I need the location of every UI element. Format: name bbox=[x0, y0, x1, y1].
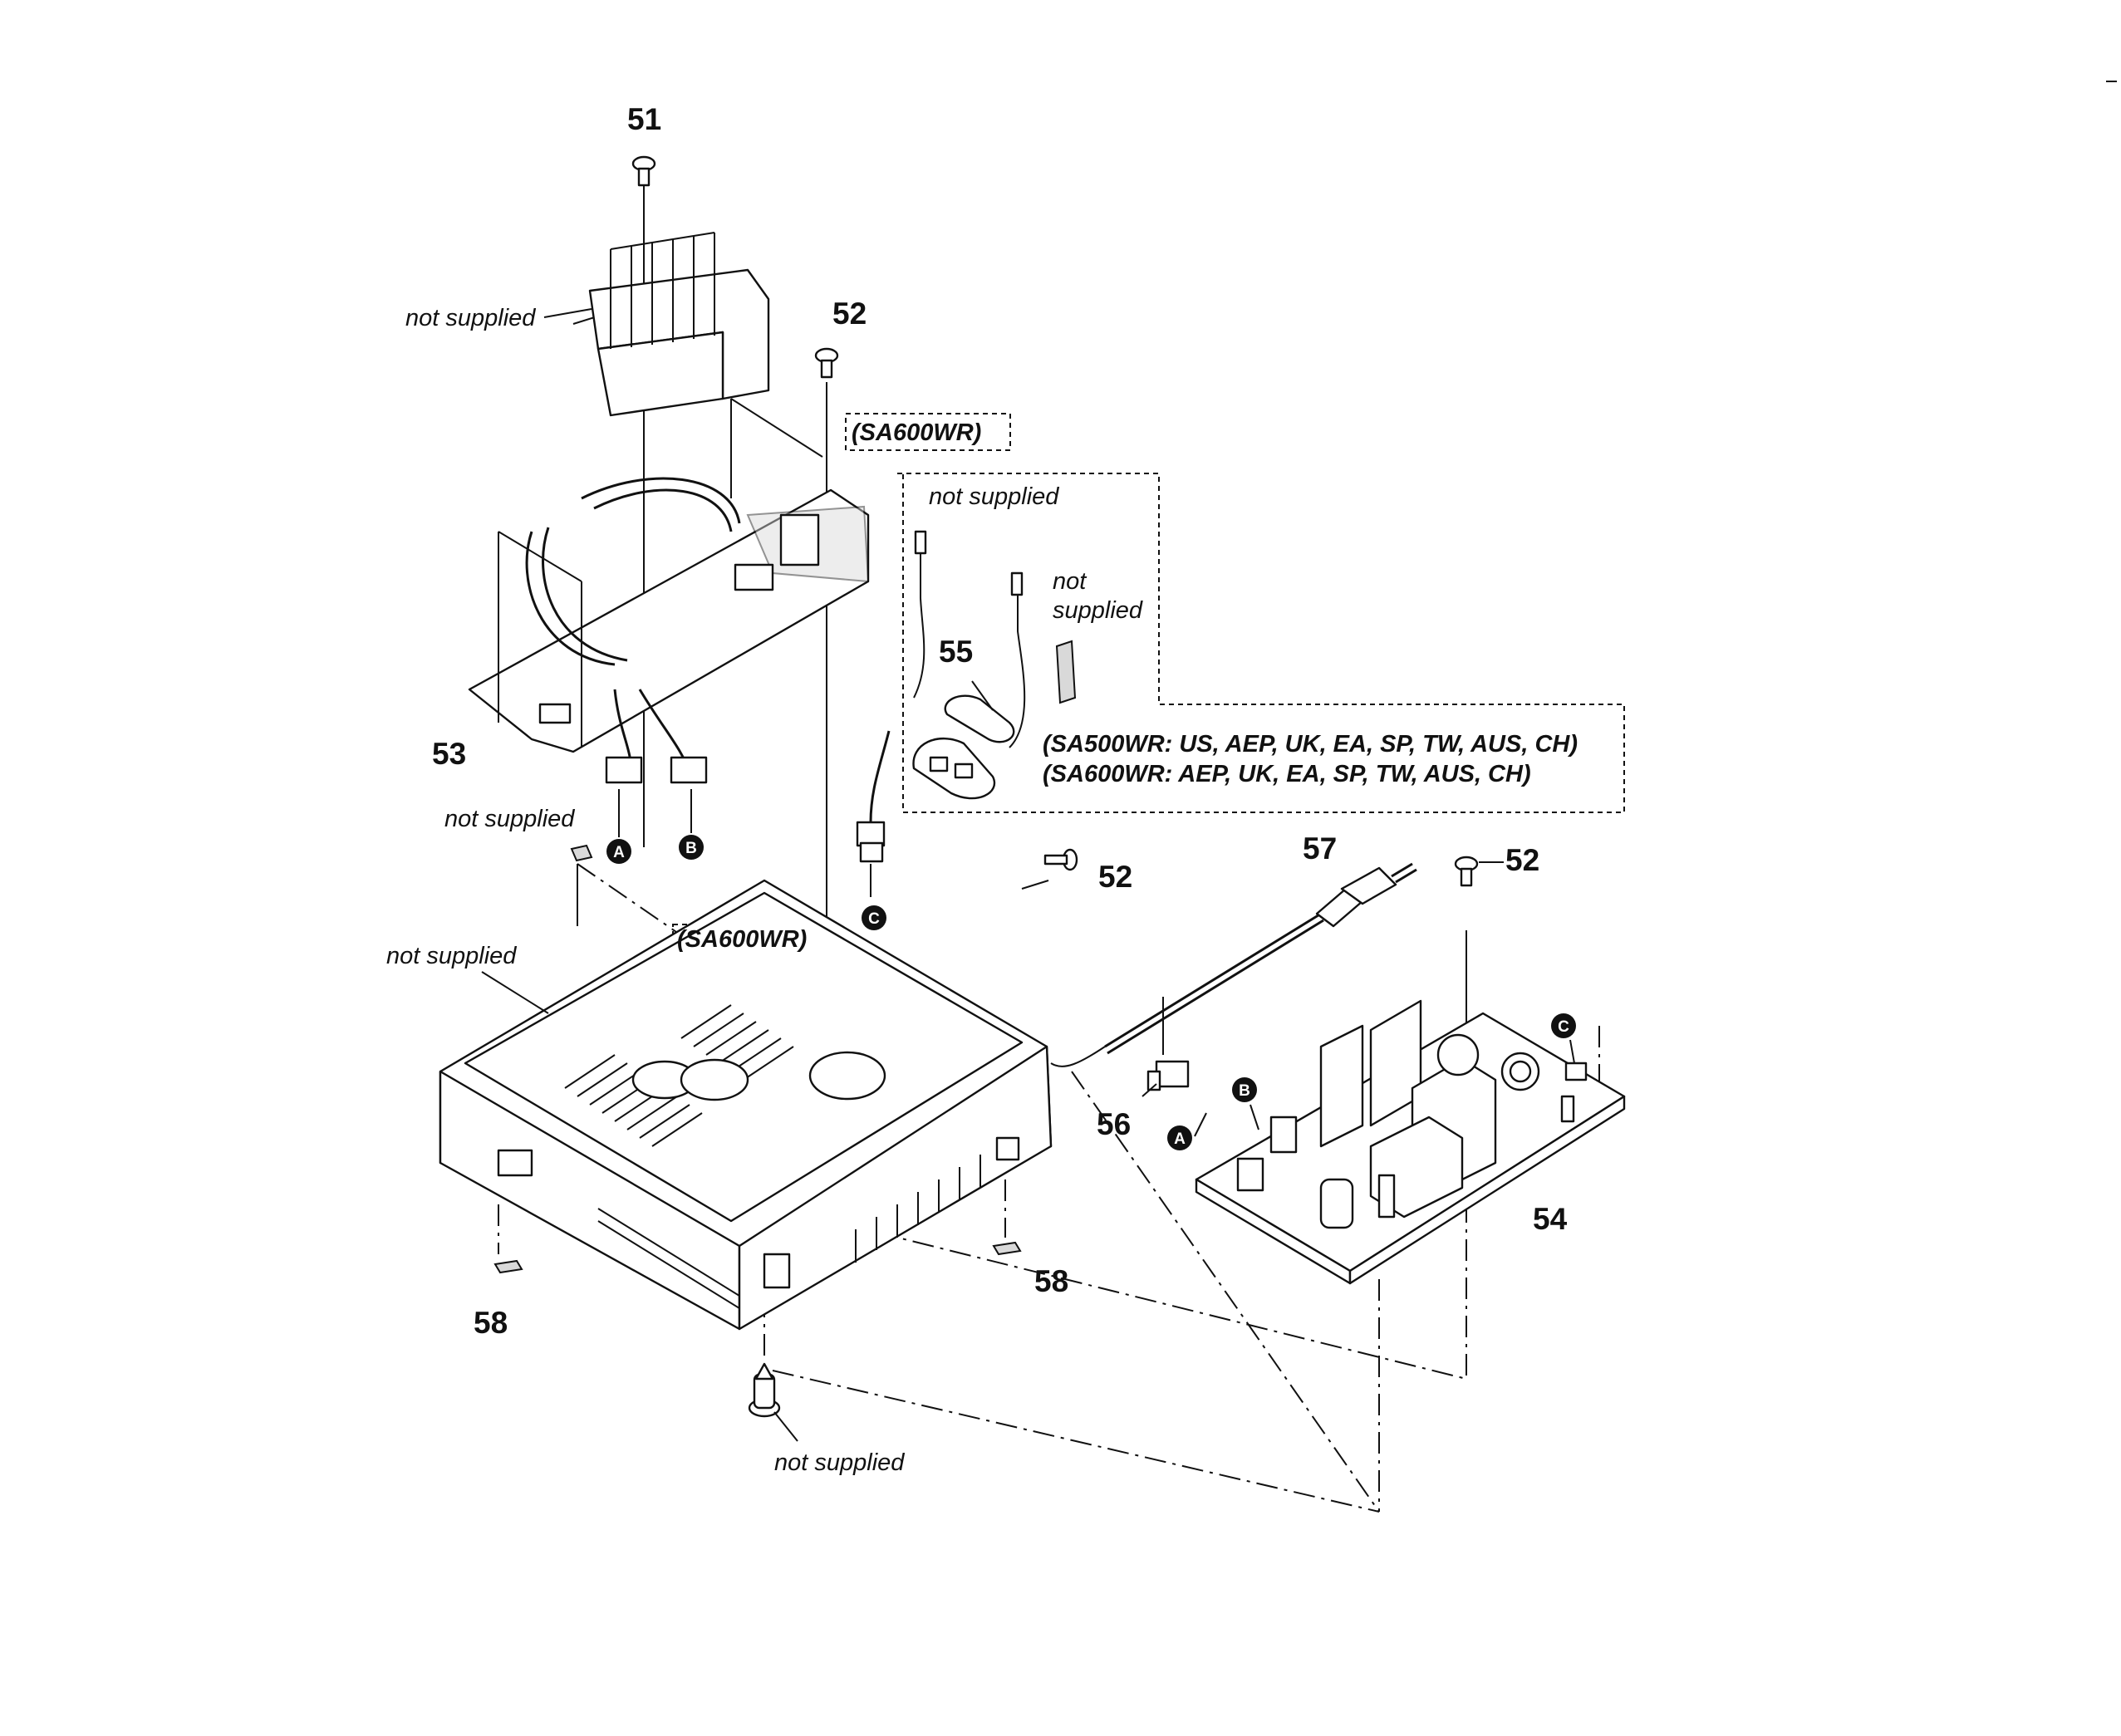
callout-52-mid: 52 bbox=[1098, 860, 1132, 894]
note-chassis: not supplied bbox=[386, 943, 517, 969]
note-ferrite-top: not supplied bbox=[929, 483, 1059, 510]
foot-pad-58-left bbox=[493, 1259, 523, 1274]
screw-icon bbox=[748, 1362, 781, 1418]
connector-56 bbox=[1142, 997, 1190, 1097]
foot-pad-icon bbox=[493, 1259, 523, 1274]
screw-52-top bbox=[814, 347, 839, 379]
svg-text:A: A bbox=[613, 844, 625, 861]
main-board-icon bbox=[468, 398, 870, 784]
ferrite-core-icon bbox=[912, 530, 1077, 800]
callout-51: 51 bbox=[627, 102, 661, 136]
main-board bbox=[468, 398, 870, 784]
svg-text:B: B bbox=[685, 840, 697, 857]
screw-52-mid bbox=[1043, 848, 1078, 871]
svg-text:C: C bbox=[1558, 1018, 1569, 1036]
callout-52-right: 52 bbox=[1505, 843, 1539, 877]
foot-screw bbox=[748, 1362, 798, 1442]
power-board-icon bbox=[1195, 999, 1626, 1285]
screw-icon bbox=[814, 347, 839, 379]
callout-54: 54 bbox=[1533, 1202, 1568, 1236]
svg-text:A: A bbox=[1174, 1130, 1186, 1148]
marker-c-cable: C bbox=[862, 905, 886, 930]
variant-chassis: (SA600WR) bbox=[677, 926, 807, 953]
screw-icon bbox=[1454, 856, 1479, 887]
note-pad: not supplied bbox=[444, 806, 575, 832]
svg-text:C: C bbox=[868, 910, 880, 928]
region-line-1: (SA500WR: US, AEP, UK, EA, SP, TW, AUS, … bbox=[1043, 731, 1578, 758]
marker-c-psu: C bbox=[1551, 1013, 1576, 1064]
callout-52-top: 52 bbox=[832, 297, 867, 331]
callout-56: 56 bbox=[1097, 1107, 1131, 1141]
screw-icon bbox=[631, 155, 656, 187]
marker-a-board: A bbox=[606, 789, 631, 864]
variant-board-top: (SA600WR) bbox=[852, 419, 981, 446]
foot-pad-icon bbox=[992, 1241, 1022, 1256]
note-heatsink: not supplied bbox=[405, 305, 536, 331]
callout-58-left: 58 bbox=[474, 1306, 508, 1340]
heatsink-icon bbox=[588, 232, 770, 417]
chassis bbox=[439, 879, 1053, 1331]
screw-icon bbox=[1043, 848, 1078, 871]
note-ferrite-side-1: not bbox=[1053, 568, 1088, 595]
cable-c bbox=[856, 730, 891, 897]
screw-52-right bbox=[1454, 856, 1504, 887]
region-line-2: (SA600WR: AEP, UK, EA, SP, TW, AUS, CH) bbox=[1043, 761, 1531, 787]
power-cord-57 bbox=[1050, 862, 1417, 1067]
marker-b-board: B bbox=[679, 789, 704, 860]
heatsink bbox=[543, 232, 770, 417]
marker-b-psu: B bbox=[1232, 1077, 1259, 1130]
svg-text:B: B bbox=[1239, 1082, 1250, 1100]
pad-not-supplied bbox=[570, 844, 593, 926]
callout-57: 57 bbox=[1303, 831, 1337, 866]
ferrite-core-55 bbox=[912, 530, 1077, 800]
region-box bbox=[672, 413, 1625, 955]
callout-53: 53 bbox=[432, 737, 466, 771]
connector-icon bbox=[1146, 997, 1190, 1091]
marker-a-psu: A bbox=[1167, 1112, 1207, 1150]
callout-55: 55 bbox=[939, 635, 973, 669]
chassis-icon bbox=[439, 879, 1053, 1331]
callout-58-right: 58 bbox=[1034, 1264, 1068, 1298]
power-board-54 bbox=[1195, 999, 1626, 1285]
power-cord-icon bbox=[1050, 862, 1417, 1067]
note-ferrite-side-2: supplied bbox=[1053, 597, 1143, 624]
screw-51 bbox=[631, 155, 656, 187]
note-foot-screw: not supplied bbox=[774, 1449, 905, 1476]
foot-pad-58-right bbox=[992, 1241, 1022, 1256]
